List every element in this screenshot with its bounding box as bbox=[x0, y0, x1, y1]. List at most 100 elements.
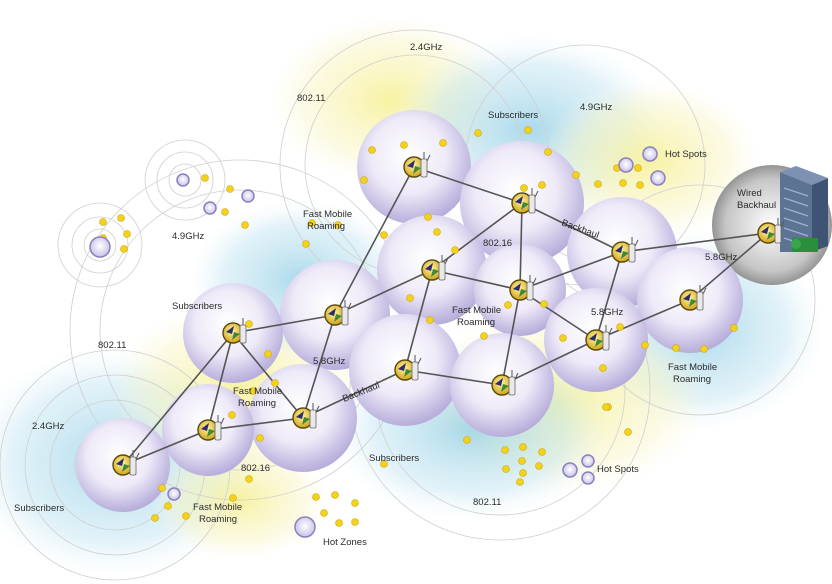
subscriber-dot-icon bbox=[117, 214, 125, 222]
label-hot-spots-top: Hot Spots bbox=[665, 149, 707, 160]
subscriber-dot-icon bbox=[201, 174, 209, 182]
hotspot-ring-icon bbox=[642, 146, 658, 162]
radio-node-icon bbox=[394, 355, 422, 381]
subscriber-dot-icon bbox=[245, 475, 253, 483]
label-subscribers-bottom: Subscribers bbox=[369, 453, 419, 464]
label-hot-spots-bottom: Hot Spots bbox=[597, 464, 639, 475]
radio-node-icon bbox=[585, 325, 613, 351]
building-icon bbox=[780, 166, 828, 252]
subscriber-dot-icon bbox=[368, 146, 376, 154]
label-wired: Wired bbox=[737, 188, 762, 199]
hotspot-ring-icon bbox=[562, 462, 578, 478]
subscriber-dot-icon bbox=[439, 139, 447, 147]
subscriber-dot-icon bbox=[518, 457, 526, 465]
label-802-11-bottom: 802.11 bbox=[473, 497, 501, 508]
subscriber-dot-icon bbox=[572, 171, 580, 179]
subscriber-dot-icon bbox=[524, 126, 532, 134]
subscriber-dot-icon bbox=[229, 494, 237, 502]
hotspot-ring-icon bbox=[581, 454, 595, 468]
label-2-4ghz-top: 2.4GHz bbox=[410, 42, 442, 53]
subscriber-dot-icon bbox=[226, 185, 234, 193]
label-backhaul-wired: Backhaul bbox=[737, 200, 776, 211]
label-fast-mobile-right: Fast Mobile bbox=[668, 362, 717, 373]
subscriber-dot-icon bbox=[380, 231, 388, 239]
radio-node-icon bbox=[679, 285, 707, 311]
subscriber-dot-icon bbox=[540, 300, 548, 308]
label-4-9ghz-top: 4.9GHz bbox=[580, 102, 612, 113]
subscriber-dot-icon bbox=[559, 334, 567, 342]
radio-node-icon bbox=[403, 152, 431, 178]
label-5-8ghz-center: 5.8GHz bbox=[313, 356, 345, 367]
label-roaming-bottom: Roaming bbox=[199, 514, 237, 525]
label-2-4ghz-left: 2.4GHz bbox=[32, 421, 64, 432]
hotspot-ring-icon bbox=[650, 170, 666, 186]
subscriber-dot-icon bbox=[182, 512, 190, 520]
subscriber-dot-icon bbox=[502, 465, 510, 473]
subscriber-dot-icon bbox=[544, 148, 552, 156]
label-4-9ghz-left: 4.9GHz bbox=[172, 231, 204, 242]
subscriber-dot-icon bbox=[164, 502, 172, 510]
subscriber-dot-icon bbox=[480, 332, 488, 340]
label-802-16-mid: 802.16 bbox=[483, 238, 512, 249]
subscriber-dot-icon bbox=[619, 179, 627, 187]
subscriber-dot-icon bbox=[120, 245, 128, 253]
label-5-8ghz-mid-right: 5.8GHz bbox=[591, 307, 623, 318]
subscriber-dot-icon bbox=[264, 350, 272, 358]
hotspot-ring-icon bbox=[618, 157, 634, 173]
subscriber-dot-icon bbox=[634, 164, 642, 172]
radio-node-icon bbox=[509, 275, 537, 301]
subscriber-dot-icon bbox=[641, 341, 649, 349]
subscriber-dot-icon bbox=[672, 344, 680, 352]
label-5-8ghz-right: 5.8GHz bbox=[705, 252, 737, 263]
subscriber-dot-icon bbox=[245, 320, 253, 328]
label-fast-mobile-center: Fast Mobile bbox=[452, 305, 501, 316]
label-subscribers-bottom-left: Subscribers bbox=[14, 503, 64, 514]
label-subscribers-left: Subscribers bbox=[172, 301, 222, 312]
subscriber-dot-icon bbox=[433, 228, 441, 236]
hotspot-ring-icon bbox=[203, 201, 217, 215]
radio-node-icon bbox=[112, 450, 140, 476]
subscriber-dot-icon bbox=[308, 219, 316, 227]
subscriber-dot-icon bbox=[520, 184, 528, 192]
subscriber-dot-icon bbox=[426, 316, 434, 324]
label-fast-mobile-bottom: Fast Mobile bbox=[193, 502, 242, 513]
subscriber-dots bbox=[99, 126, 738, 527]
subscriber-dot-icon bbox=[602, 403, 610, 411]
label-802-11-left: 802.11 bbox=[98, 340, 126, 351]
label-roaming-left: Roaming bbox=[238, 398, 276, 409]
subscriber-dot-icon bbox=[256, 434, 264, 442]
radio-node-icon bbox=[611, 237, 639, 263]
radio-node-icon bbox=[292, 403, 320, 429]
radio-node-icon bbox=[197, 415, 225, 441]
hotspot-ring-icon bbox=[167, 487, 181, 501]
hotspot-ring-icon bbox=[241, 189, 255, 203]
label-fast-mobile-top: Fast Mobile bbox=[303, 209, 352, 220]
subscriber-dot-icon bbox=[535, 462, 543, 470]
subscriber-dot-icon bbox=[624, 428, 632, 436]
subscriber-dot-icon bbox=[271, 379, 279, 387]
subscriber-dot-icon bbox=[451, 246, 459, 254]
subscriber-dot-icon bbox=[335, 519, 343, 527]
label-802-11-top: 802.11 bbox=[297, 93, 325, 104]
subscriber-dot-icon bbox=[320, 509, 328, 517]
subscriber-dot-icon bbox=[538, 181, 546, 189]
subscriber-dot-icon bbox=[519, 443, 527, 451]
hotspot-ring-icon bbox=[176, 173, 190, 187]
label-roaming-top: Roaming bbox=[307, 221, 345, 232]
hot-spot-rings bbox=[89, 146, 666, 538]
subscriber-dot-icon bbox=[331, 491, 339, 499]
subscriber-dot-icon bbox=[463, 436, 471, 444]
radio-node-icon bbox=[511, 188, 539, 214]
subscriber-dot-icon bbox=[400, 141, 408, 149]
label-fast-mobile-left: Fast Mobile bbox=[233, 386, 282, 397]
subscriber-dot-icon bbox=[221, 208, 229, 216]
subscriber-dot-icon bbox=[312, 493, 320, 501]
label-roaming-right: Roaming bbox=[673, 374, 711, 385]
subscriber-dot-icon bbox=[302, 240, 310, 248]
subscriber-dot-icon bbox=[360, 176, 368, 184]
subscriber-dot-icon bbox=[538, 448, 546, 456]
subscriber-dot-icon bbox=[636, 181, 644, 189]
subscriber-dot-icon bbox=[151, 514, 159, 522]
subscriber-dot-icon bbox=[351, 518, 359, 526]
